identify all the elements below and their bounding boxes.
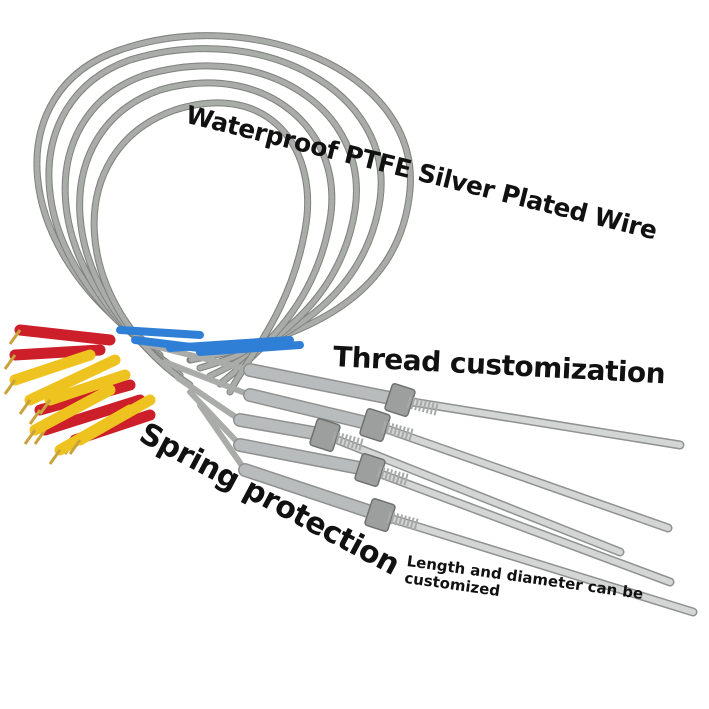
spring-tube-3: [234, 414, 331, 441]
spade-terminal-10: [48, 449, 62, 465]
hex-nut-2: [359, 408, 391, 442]
probe-shaft-5: [377, 512, 696, 615]
spade-terminal-1: [8, 329, 22, 345]
spring-tube-2: [244, 389, 381, 431]
stainless-probes: [233, 363, 698, 617]
blue-sleeve-1: [116, 326, 204, 339]
spring-tube-5: [239, 464, 386, 521]
spade-terminal-leads: [3, 324, 156, 465]
spade-terminal-8: [38, 399, 52, 415]
braided-wire-1: [34, 33, 413, 363]
probe-shaft-4: [367, 467, 673, 585]
thread-4: [376, 466, 410, 486]
red-sleeve-1: [14, 324, 116, 346]
probe-lead-wire-3: [175, 375, 243, 423]
probe-shaft-2: [372, 422, 671, 531]
blue-sleeve-4: [196, 341, 304, 356]
thread-5: [386, 511, 420, 531]
braided-wire-loops: [33, 32, 414, 473]
probe-lead-wire-4: [187, 389, 243, 448]
spade-terminal-11: [68, 439, 82, 455]
blue-sleeve-3: [166, 336, 294, 352]
spade-terminal-3: [28, 409, 42, 425]
spade-terminal-4: [33, 429, 47, 445]
hex-nut-3: [309, 418, 341, 452]
braided-wire-5: [91, 100, 311, 395]
yellow-sleeve-9: [29, 384, 116, 436]
spade-terminal-6: [3, 379, 17, 395]
thread-1: [406, 396, 440, 416]
braided-wire-2: [46, 46, 384, 371]
spade-terminal-9: [23, 429, 37, 445]
hex-nut-5: [364, 498, 396, 532]
braided-wire-3: [62, 63, 359, 379]
thread-2: [381, 421, 415, 441]
yellow-sleeve-11: [74, 394, 156, 446]
probe-shaft-3: [322, 432, 623, 555]
yellow-sleeve-7: [24, 354, 121, 406]
thread-3: [331, 431, 365, 451]
spring-tube-1: [244, 364, 406, 406]
spade-terminal-7: [18, 399, 32, 415]
hex-nut-4: [354, 453, 386, 487]
yellow-sleeve-6: [9, 349, 96, 386]
hex-nut-1: [384, 383, 416, 417]
probe-lead-wire-2: [162, 359, 253, 398]
spade-terminal-2: [3, 354, 17, 370]
spring-tube-4: [234, 439, 376, 476]
red-sleeve-4: [39, 394, 146, 436]
probe-lead-wire-5: [197, 402, 248, 473]
yellow-sleeve-8: [44, 369, 131, 406]
braided-wire-4: [77, 80, 335, 387]
probe-shaft-1: [397, 397, 683, 448]
